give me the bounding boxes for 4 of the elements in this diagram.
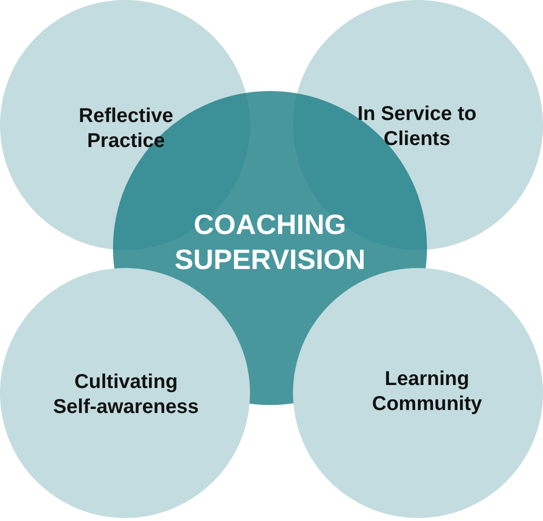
circle-label: Learning Community — [371, 367, 483, 417]
circle-label: Cultivating Self-awareness — [52, 370, 200, 420]
circle-label: In Service to Clients — [357, 102, 477, 152]
circle-label: COACHING SUPERVISION — [174, 208, 366, 277]
